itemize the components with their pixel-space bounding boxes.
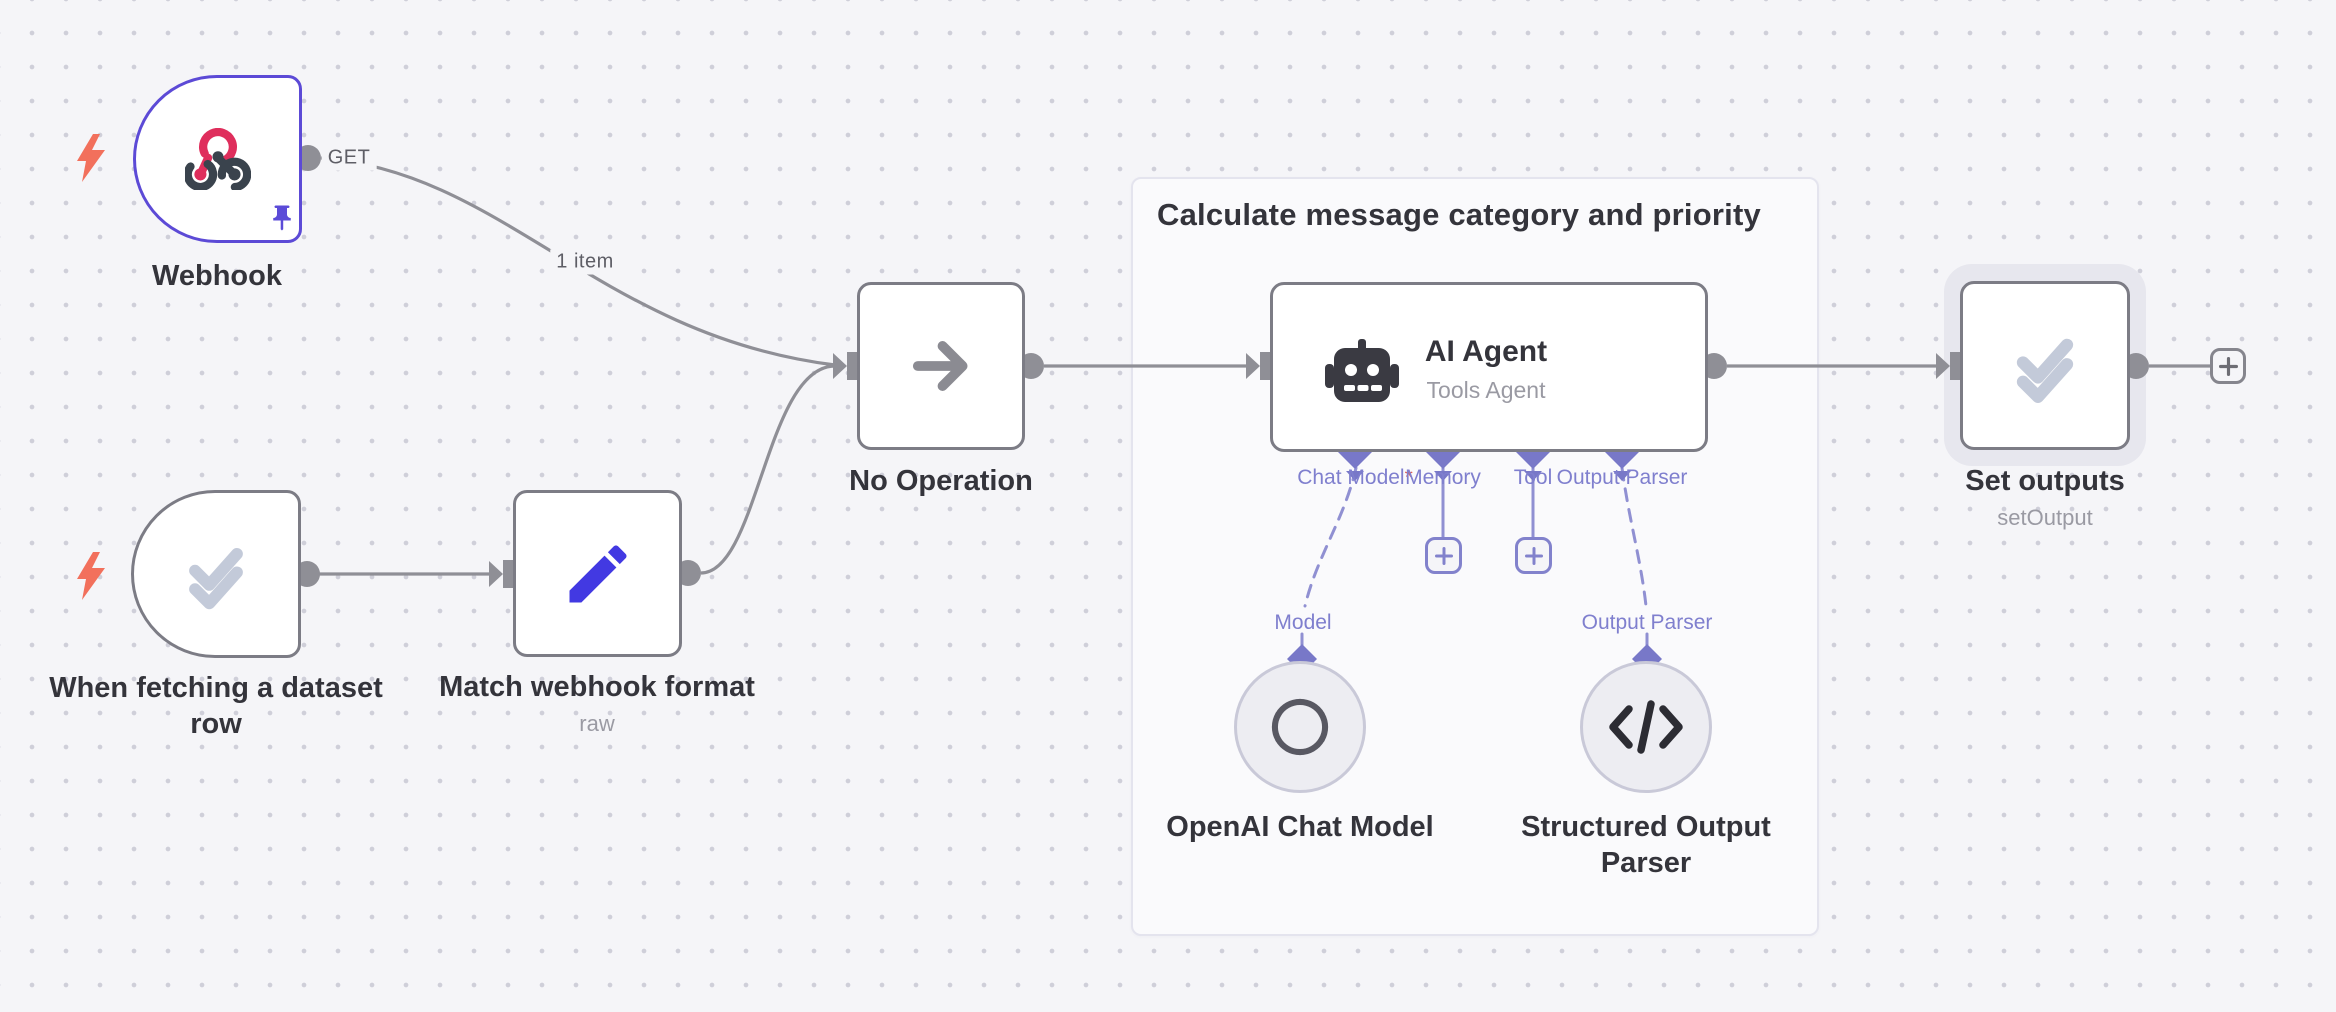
webhook-icon bbox=[184, 128, 251, 190]
required-asterisk: * bbox=[1404, 466, 1413, 489]
structured-output-parser-title: Structured Output Parser bbox=[1521, 811, 1771, 879]
code-brackets-icon bbox=[1609, 700, 1683, 754]
double-check-icon bbox=[189, 547, 243, 610]
node-match-webhook-format[interactable] bbox=[513, 490, 682, 657]
plus-icon bbox=[1434, 546, 1453, 565]
openai-icon bbox=[1271, 698, 1329, 756]
model-connector-label: Model bbox=[1274, 611, 1332, 634]
edge-output-parser-dashed[interactable] bbox=[1620, 466, 1648, 608]
set-outputs-subtitle: setOutput bbox=[1997, 505, 2093, 530]
edge-item-count-label: 1 item bbox=[550, 249, 620, 275]
dataset-trigger-title: When fetching a dataset row bbox=[49, 672, 383, 740]
node-dataset-trigger[interactable] bbox=[131, 490, 301, 658]
add-node-button[interactable] bbox=[2210, 348, 2246, 384]
node-webhook[interactable] bbox=[133, 75, 302, 243]
output-parser-port-label: Output Parser bbox=[1556, 466, 1688, 489]
add-tool-button[interactable] bbox=[1515, 537, 1552, 574]
match-format-subtitle: raw bbox=[579, 711, 615, 736]
edge-chat-model-dashed[interactable] bbox=[1303, 466, 1358, 608]
arrow-right-icon bbox=[912, 341, 968, 391]
match-format-title: Match webhook format bbox=[439, 671, 755, 703]
dataset-trigger-bolt-icon bbox=[77, 552, 105, 600]
tool-port-label: Tool bbox=[1513, 466, 1553, 489]
memory-port-label: Memory bbox=[1405, 466, 1481, 489]
pencil-icon bbox=[569, 544, 627, 602]
pin-icon bbox=[273, 205, 291, 231]
webhook-output-label: GET bbox=[321, 145, 377, 171]
chat-model-port-label: Chat Model* bbox=[1297, 466, 1413, 489]
node-set-outputs[interactable] bbox=[1960, 281, 2130, 450]
match-input-port[interactable] bbox=[489, 560, 514, 588]
no-operation-title: No Operation bbox=[849, 465, 1033, 497]
plus-icon bbox=[2218, 356, 2238, 376]
set-outputs-title: Set outputs bbox=[1965, 465, 2125, 497]
double-check-icon bbox=[2016, 338, 2074, 403]
set-outputs-input-port[interactable] bbox=[1936, 352, 1961, 380]
output-parser-connector-label: Output Parser bbox=[1581, 611, 1713, 634]
edge-match-to-no-operation[interactable] bbox=[700, 364, 836, 575]
node-ai-agent[interactable]: AI Agent Tools Agent bbox=[1270, 282, 1708, 452]
webhook-title: Webhook bbox=[152, 260, 282, 292]
node-openai-chat-model[interactable] bbox=[1234, 661, 1366, 793]
node-no-operation[interactable] bbox=[857, 282, 1025, 450]
group-title: Calculate message category and priority bbox=[1157, 197, 1761, 232]
webhook-trigger-bolt-icon bbox=[77, 134, 105, 182]
no-operation-input-port[interactable] bbox=[833, 352, 858, 380]
plus-icon bbox=[1524, 546, 1543, 565]
ai-agent-input-port[interactable] bbox=[1246, 352, 1271, 380]
robot-icon bbox=[1325, 339, 1399, 402]
ai-agent-subtitle: Tools Agent bbox=[1426, 377, 1546, 403]
node-structured-output-parser[interactable] bbox=[1580, 661, 1712, 793]
openai-chat-model-title: OpenAI Chat Model bbox=[1166, 811, 1434, 843]
add-memory-button[interactable] bbox=[1425, 537, 1462, 574]
ai-agent-title: AI Agent bbox=[1424, 335, 1548, 368]
